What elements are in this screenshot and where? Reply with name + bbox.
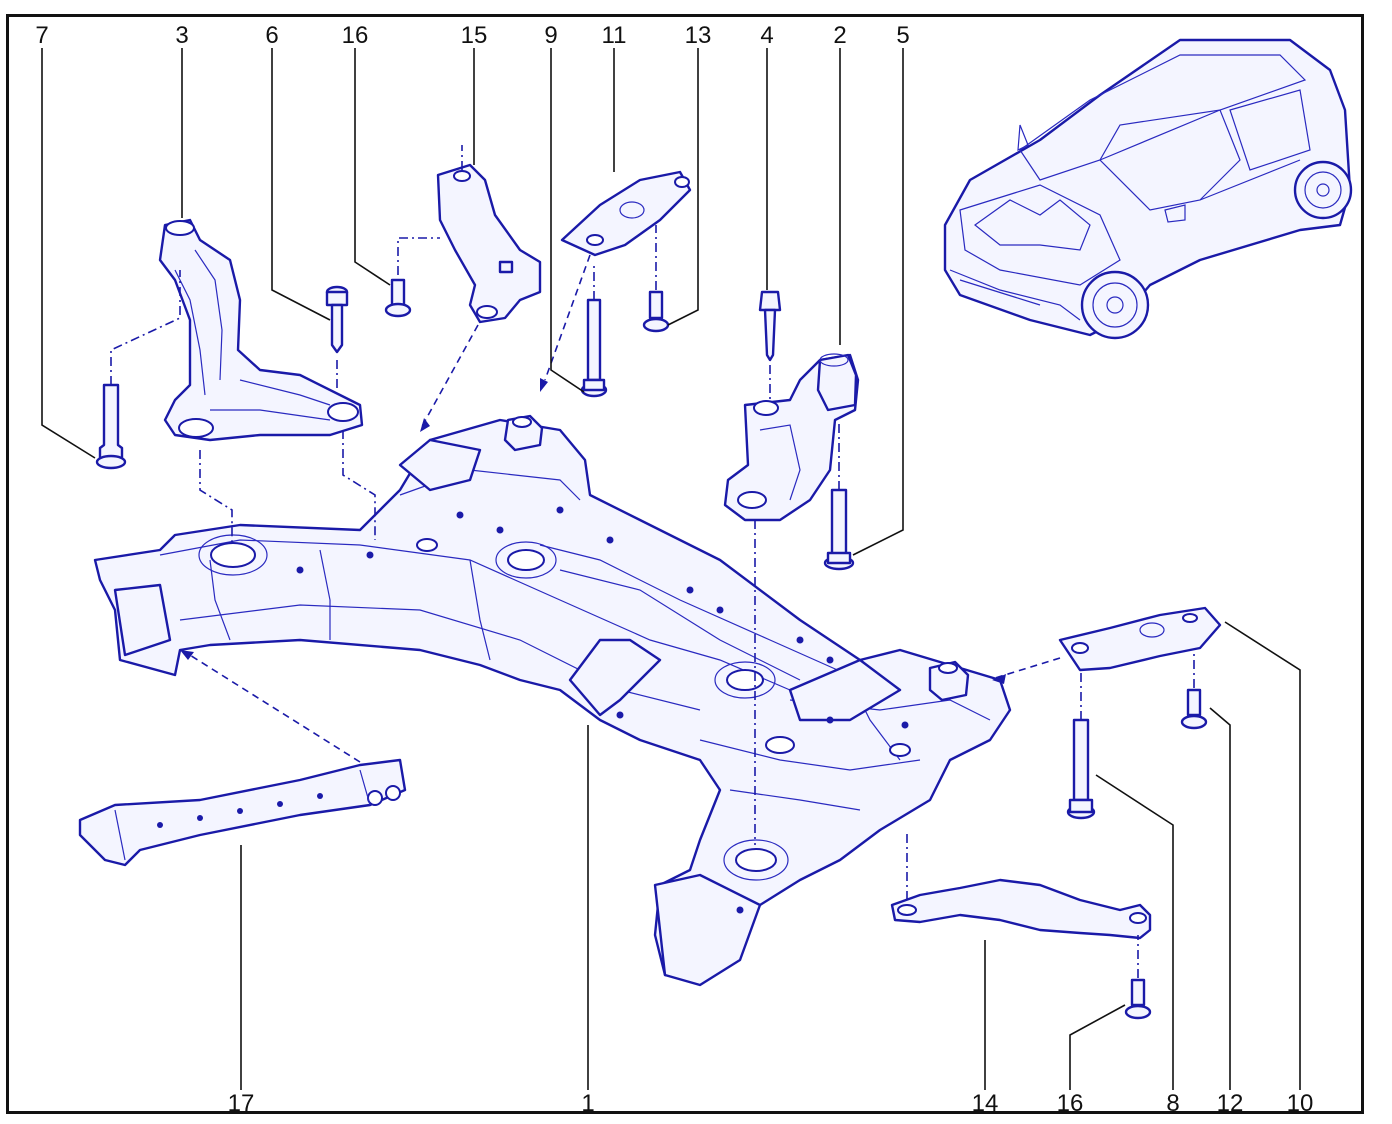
callout-15: 15 bbox=[460, 22, 488, 49]
callout-5: 5 bbox=[896, 22, 910, 49]
callout-2: 2 bbox=[833, 22, 847, 49]
callout-12: 12 bbox=[1216, 1090, 1244, 1117]
callout-17: 17 bbox=[227, 1090, 255, 1117]
callout-11: 11 bbox=[601, 22, 627, 49]
callout-13: 13 bbox=[684, 22, 712, 49]
vehicle-location-thumbnail bbox=[943, 38, 1353, 340]
callout-8: 8 bbox=[1166, 1090, 1180, 1117]
subframe-part-1 bbox=[93, 414, 1012, 987]
bolt-part-16-upper bbox=[384, 278, 412, 318]
callout-3: 3 bbox=[175, 22, 189, 49]
bolt-part-16-lower bbox=[1124, 978, 1152, 1020]
bolt-part-5 bbox=[823, 488, 855, 571]
plate-part-11 bbox=[560, 170, 692, 257]
bolt-part-6 bbox=[325, 285, 349, 354]
bracket-part-15 bbox=[436, 163, 542, 324]
bolt-part-9 bbox=[580, 298, 608, 398]
mount-bracket-part-3 bbox=[158, 218, 364, 442]
callout-4: 4 bbox=[760, 22, 774, 49]
assembly-axis-lines bbox=[110, 145, 1195, 978]
callout-6: 6 bbox=[265, 22, 279, 49]
callout-1: 1 bbox=[581, 1090, 595, 1117]
callout-9: 9 bbox=[544, 22, 558, 49]
diagram-border bbox=[6, 14, 1364, 1114]
plate-part-10 bbox=[1058, 606, 1222, 672]
callout-14: 14 bbox=[971, 1090, 999, 1117]
callout-16-bottom: 16 bbox=[1056, 1090, 1084, 1117]
callout-leaders bbox=[41, 48, 1301, 1090]
callout-10: 10 bbox=[1286, 1090, 1314, 1117]
bolt-part-13 bbox=[642, 290, 670, 333]
bolt-part-8 bbox=[1066, 718, 1096, 820]
crossbar-part-17 bbox=[78, 758, 407, 867]
bolt-part-4 bbox=[758, 290, 782, 362]
link-bracket-part-14 bbox=[890, 878, 1152, 940]
bolt-part-7 bbox=[95, 383, 127, 470]
mount-bracket-part-2 bbox=[723, 353, 860, 522]
callout-16-top: 16 bbox=[341, 22, 369, 49]
callout-7: 7 bbox=[35, 22, 49, 49]
bolt-part-12 bbox=[1180, 688, 1208, 730]
